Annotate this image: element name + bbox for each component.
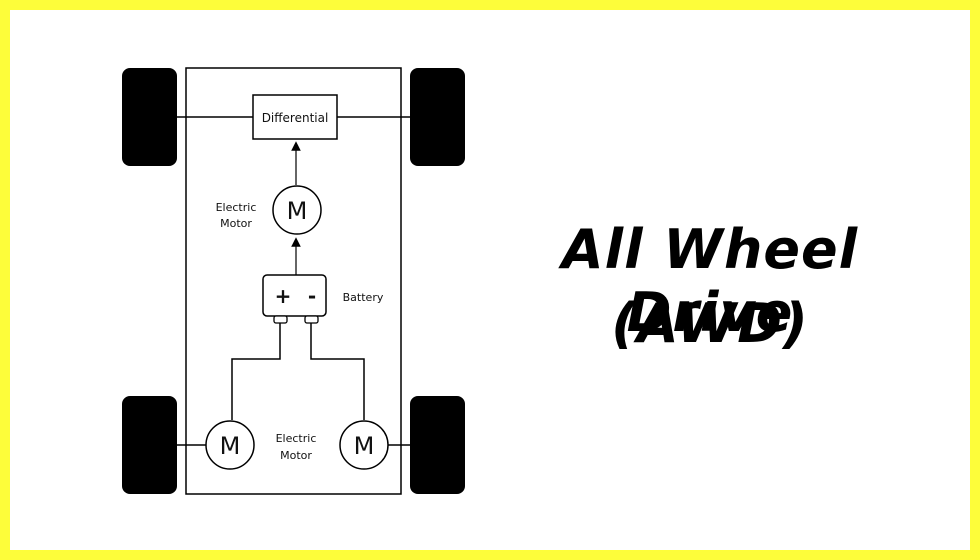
front-right-wheel xyxy=(410,68,465,166)
front-motor-label-line1: Electric xyxy=(216,201,257,214)
wire-right xyxy=(310,323,365,420)
battery-terminal-left xyxy=(273,315,288,324)
front-motor-symbol: M xyxy=(287,197,308,225)
rear-right-motor-circle xyxy=(339,420,389,470)
differential-label: Differential xyxy=(262,111,329,125)
front-motor-label-line2: Motor xyxy=(220,217,252,230)
front-left-wheel xyxy=(122,68,177,166)
battery-terminal-right xyxy=(304,315,319,324)
rear-right-motor-symbol: M xyxy=(354,432,375,460)
front-motor-circle xyxy=(272,185,322,235)
rear-motor-label-line1: Electric xyxy=(276,432,317,445)
battery-plus: + xyxy=(275,284,292,308)
title-line-1: All Wheel Drive xyxy=(561,218,859,344)
wire-left xyxy=(231,323,281,420)
battery-minus: - xyxy=(308,284,316,308)
differential-box xyxy=(252,94,338,140)
battery-label: Battery xyxy=(343,291,384,304)
title-line-2: (AWD) xyxy=(611,292,809,355)
rear-left-motor-circle xyxy=(205,420,255,470)
chassis-frame xyxy=(185,67,402,495)
battery-box xyxy=(262,274,327,317)
rear-motor-label-line2: Motor xyxy=(280,449,312,462)
rear-right-wheel xyxy=(410,396,465,494)
rear-left-wheel xyxy=(122,396,177,494)
rear-left-motor-symbol: M xyxy=(220,432,241,460)
